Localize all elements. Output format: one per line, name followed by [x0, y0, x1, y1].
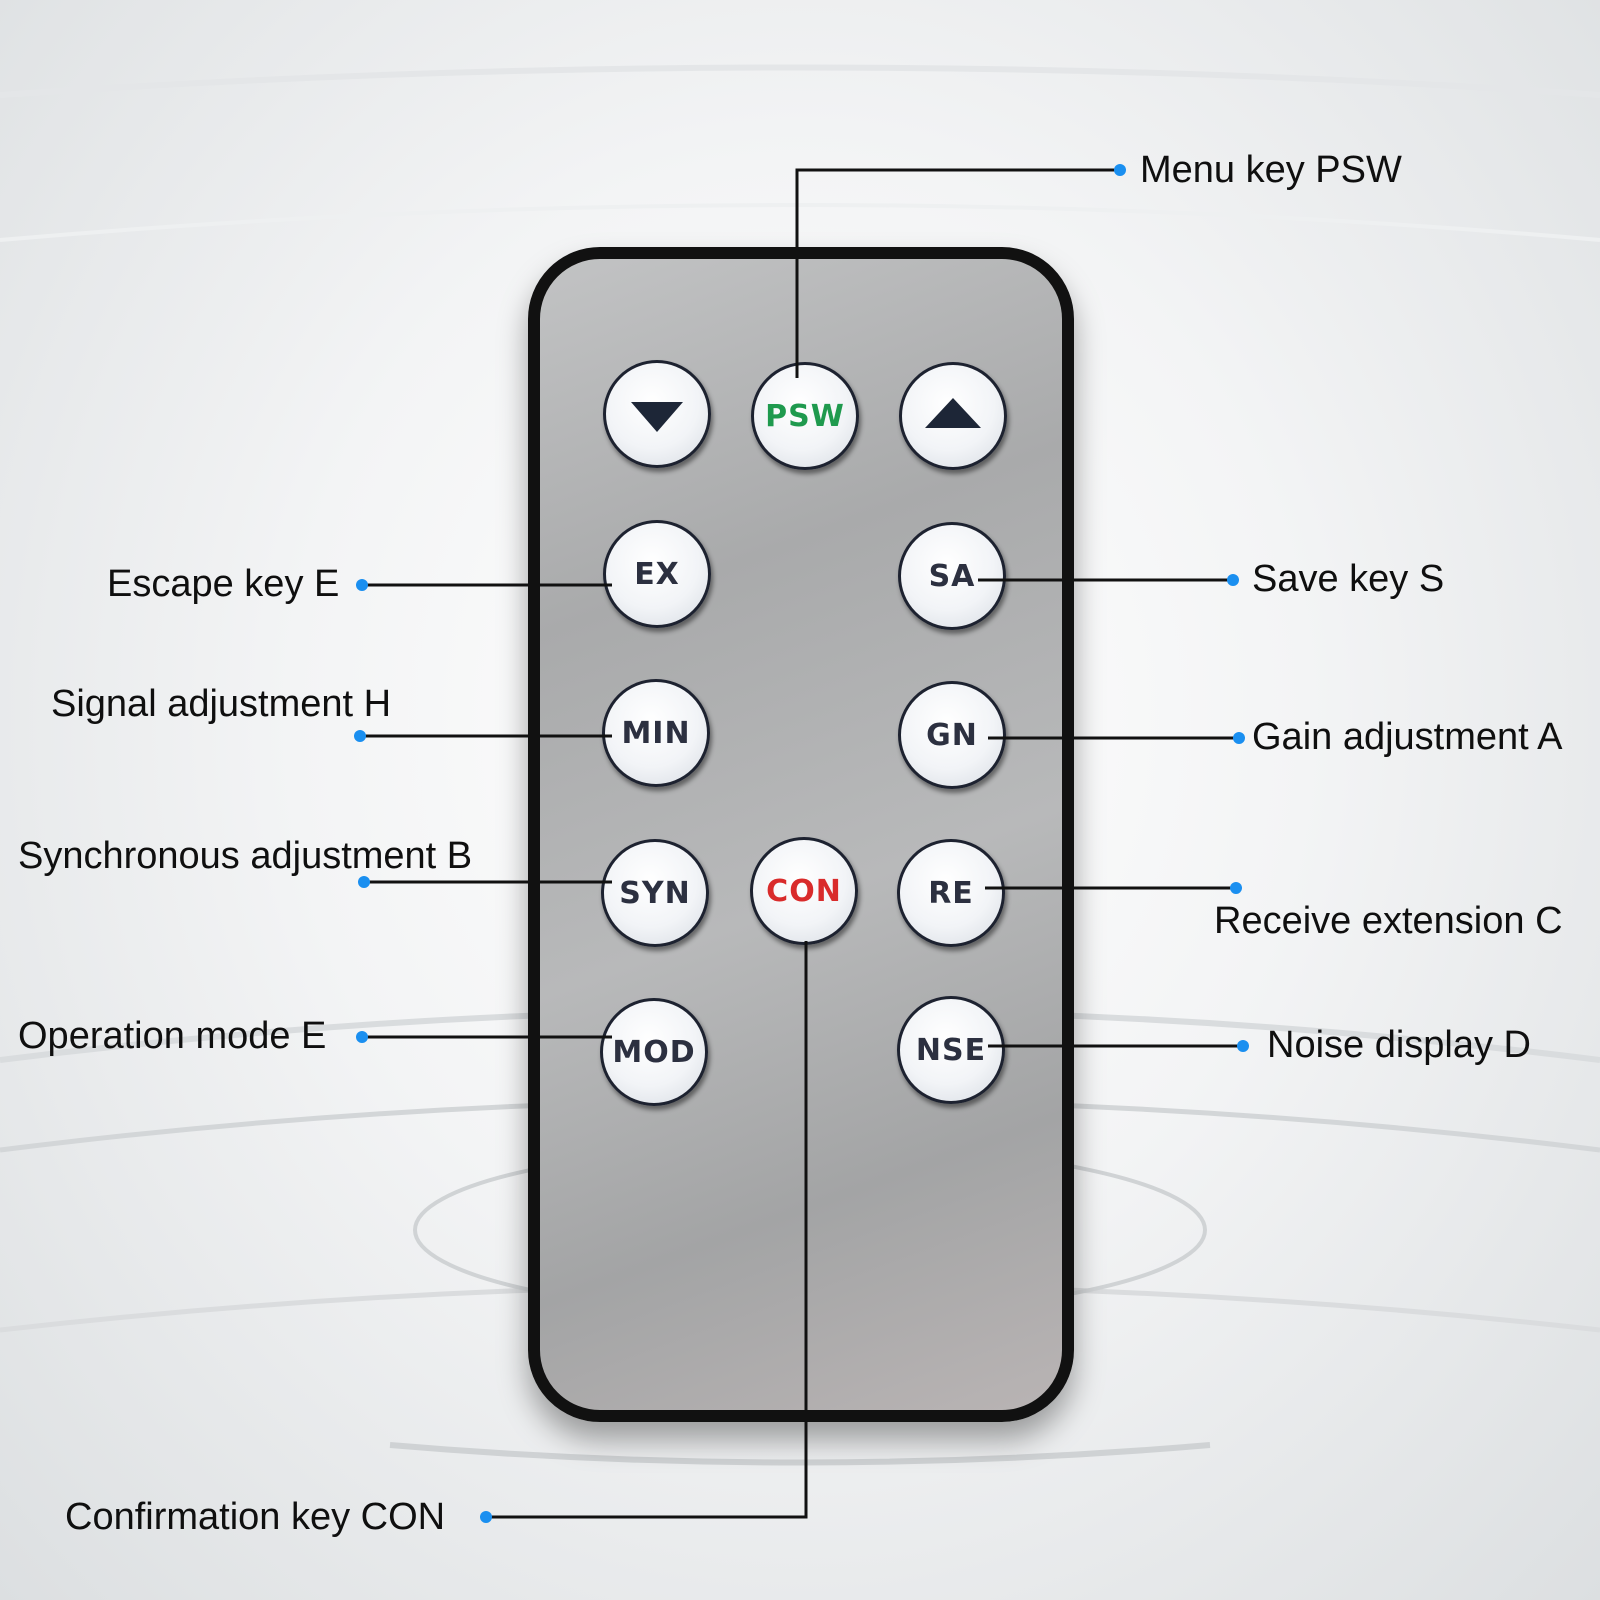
sa-button[interactable]: SA: [898, 522, 1006, 630]
sa-button-label: SA: [928, 558, 976, 594]
label-confirmation-key: Confirmation key CON: [65, 1496, 446, 1538]
triangle-down-icon: [631, 402, 683, 432]
re-button-label: RE: [928, 875, 974, 911]
triangle-up-icon: [925, 398, 981, 428]
ex-button[interactable]: EX: [603, 520, 711, 628]
label-menu-key: Menu key PSW: [1140, 149, 1402, 191]
down-button[interactable]: [603, 360, 711, 468]
psw-button-label: PSW: [765, 398, 845, 434]
min-button[interactable]: MIN: [602, 679, 710, 787]
psw-button[interactable]: PSW: [751, 362, 859, 470]
re-button[interactable]: RE: [897, 839, 1005, 947]
con-button-label: CON: [766, 873, 842, 909]
syn-button[interactable]: SYN: [601, 839, 709, 947]
con-button[interactable]: CON: [750, 837, 858, 945]
nse-button-label: NSE: [915, 1032, 987, 1068]
label-receive-extension: Receive extension C: [1214, 900, 1563, 942]
label-escape-key: Escape key E: [107, 563, 340, 605]
mod-button[interactable]: MOD: [600, 998, 708, 1106]
label-save-key: Save key S: [1252, 558, 1445, 600]
ex-button-label: EX: [634, 556, 680, 592]
syn-button-label: SYN: [619, 875, 691, 911]
mod-button-label: MOD: [612, 1034, 696, 1070]
label-operation-mode: Operation mode E: [18, 1015, 327, 1057]
gn-button-label: GN: [926, 717, 978, 753]
gn-button[interactable]: GN: [898, 681, 1006, 789]
up-button[interactable]: [899, 362, 1007, 470]
min-button-label: MIN: [621, 715, 691, 751]
label-gain-adjustment: Gain adjustment A: [1252, 716, 1563, 758]
label-synchronous-adjustment: Synchronous adjustment B: [18, 835, 473, 877]
label-signal-adjustment: Signal adjustment H: [51, 683, 392, 725]
nse-button[interactable]: NSE: [897, 996, 1005, 1104]
label-noise-display: Noise display D: [1267, 1024, 1531, 1066]
